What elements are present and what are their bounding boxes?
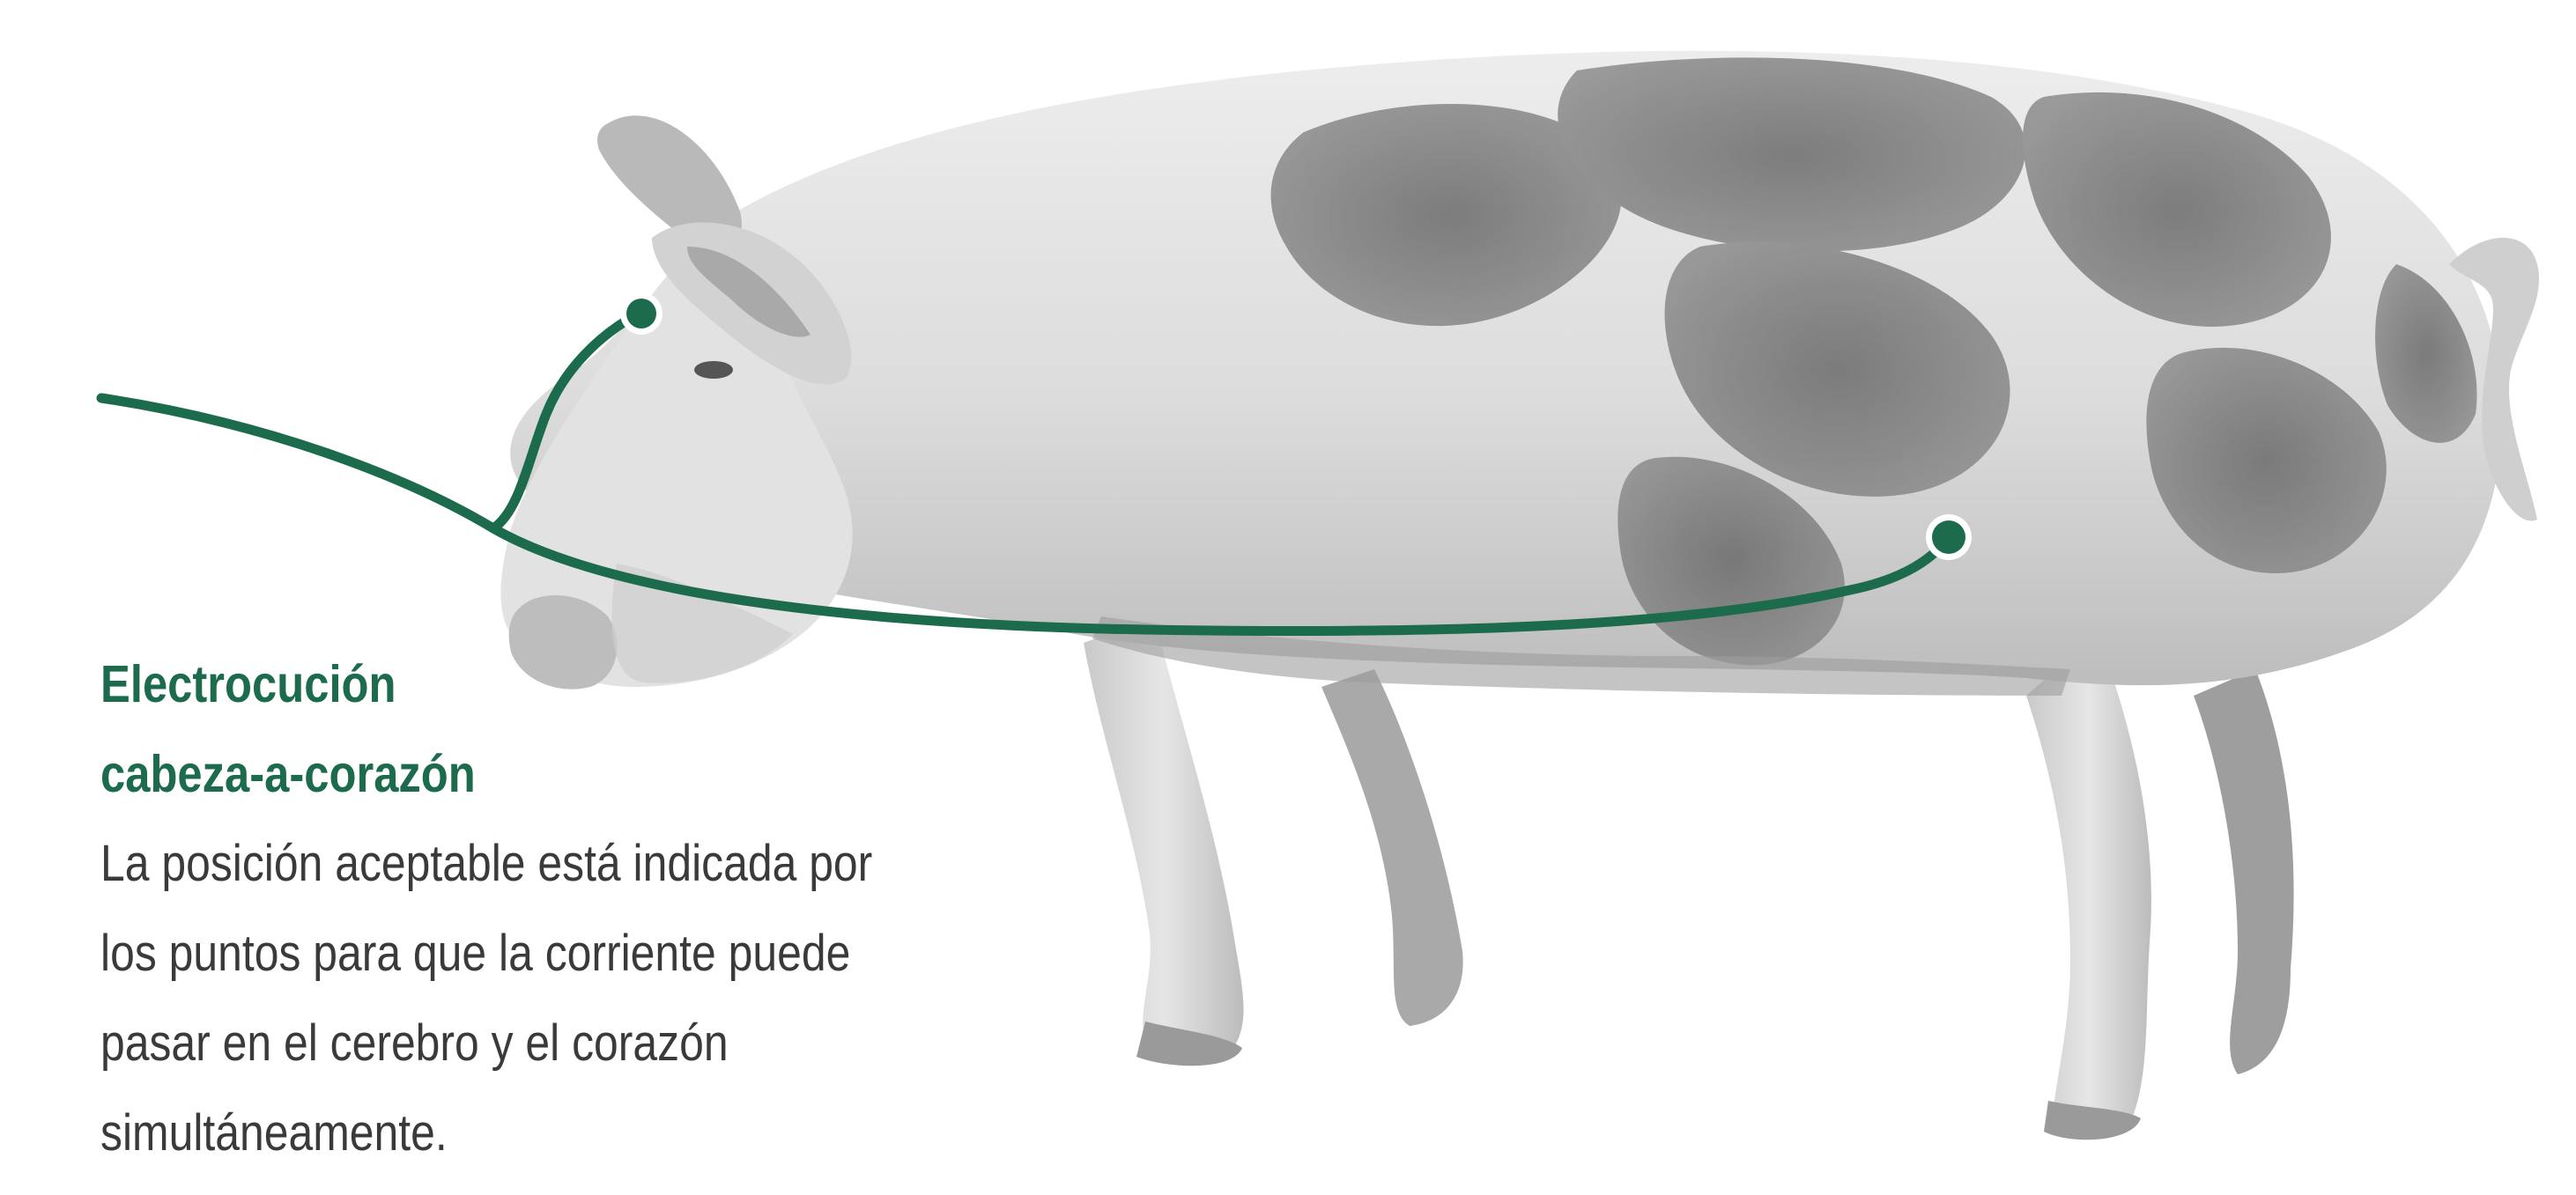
heart-electrode-point bbox=[1926, 514, 1972, 560]
caption-body-line-3: pasar en el cerebro y el corazón bbox=[100, 1014, 729, 1072]
caption-body-line-4: simultáneamente. bbox=[100, 1104, 448, 1162]
caption-block: Electrocución cabeza-a-corazón La posici… bbox=[100, 639, 949, 1178]
pig-front-leg bbox=[1084, 616, 1244, 1066]
current-wire-head-branch bbox=[488, 308, 644, 534]
current-path bbox=[96, 308, 1952, 637]
caption-body-line-1: La posición aceptable está indicada por bbox=[100, 835, 873, 892]
current-wire-main bbox=[96, 393, 1952, 637]
head-electrode-point bbox=[620, 292, 663, 335]
pig-spots bbox=[1270, 57, 2477, 666]
pig-ear-far bbox=[597, 115, 742, 254]
pig-snout bbox=[508, 595, 618, 690]
pig-tail bbox=[2449, 238, 2540, 521]
caption-body-line-2: los puntos para que la corriente puede bbox=[100, 925, 851, 982]
caption-title-line-1: Electrocución bbox=[100, 655, 396, 713]
pig-body bbox=[510, 50, 2502, 686]
pig-hind-leg bbox=[2026, 634, 2151, 1140]
pig-far-legs bbox=[1321, 669, 2294, 1074]
caption-title-line-2: cabeza-a-corazón bbox=[100, 745, 476, 803]
pig-eye bbox=[694, 361, 733, 379]
